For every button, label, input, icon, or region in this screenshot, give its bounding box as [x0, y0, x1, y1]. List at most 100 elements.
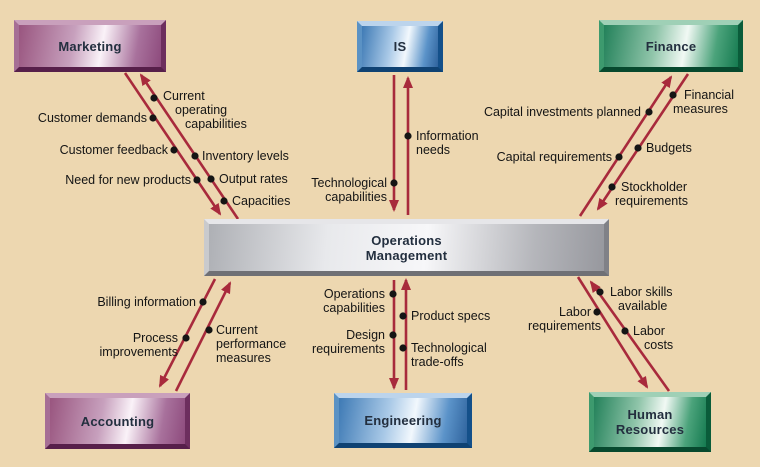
- box-face: Accounting: [50, 398, 185, 444]
- connector-dot: [669, 91, 677, 99]
- label-capital-investments-planned: Capital investments planned: [484, 105, 641, 119]
- label-line: capabilities: [185, 117, 247, 131]
- label-output-rates: Output rates: [219, 172, 288, 186]
- label-need-for-new-products: Need for new products: [65, 173, 191, 187]
- label-line: Labor skills: [610, 285, 673, 299]
- box-label-finance: Finance: [645, 38, 697, 54]
- box-face: IS: [362, 26, 438, 67]
- connector-dot: [199, 298, 207, 306]
- arrow-om-to-finance: [578, 75, 673, 217]
- box-is: IS: [357, 21, 443, 72]
- label-line: performance: [216, 337, 287, 351]
- label-line: Billing information: [97, 295, 196, 309]
- label-line: Customer demands: [37, 111, 147, 125]
- label-capital-requirements: Capital requirements: [497, 150, 612, 164]
- label-line: Capital requirements: [496, 150, 612, 164]
- label-line: costs: [644, 338, 674, 352]
- arrow-accounting-to-om: [174, 281, 232, 392]
- box-face: Marketing: [19, 25, 161, 67]
- box-marketing: Marketing: [14, 20, 166, 72]
- connector-dot: [149, 114, 157, 122]
- connector-dot: [399, 344, 407, 352]
- connector-dot: [593, 308, 601, 316]
- label-line: Need for new products: [65, 173, 191, 187]
- label-line: needs: [416, 143, 451, 157]
- connector-dot: [220, 197, 228, 205]
- label-product-specs: Product specs: [411, 309, 490, 323]
- label-line: Operations: [323, 287, 385, 301]
- label-capacities: Capacities: [232, 194, 290, 208]
- connector-dot: [645, 108, 653, 116]
- box-face: Operations Management: [209, 224, 604, 271]
- label-inventory-levels: Inventory levels: [202, 149, 289, 163]
- box-operations-management: Operations Management: [204, 219, 609, 276]
- label-line: Product specs: [411, 309, 491, 323]
- label-line: available: [618, 299, 668, 313]
- box-engineering: Engineering: [334, 393, 472, 448]
- arrow-hr-to-om: [589, 280, 671, 392]
- label-line: capabilities: [325, 190, 387, 204]
- box-face: Human Resources: [594, 397, 706, 447]
- label-line: Budgets: [646, 141, 692, 155]
- label-line: trade-offs: [411, 355, 464, 369]
- label-customer-demands: Customer demands: [38, 111, 147, 125]
- connector-dot: [170, 146, 178, 154]
- label-line: improvements: [99, 345, 179, 359]
- label-line: requirements: [312, 342, 385, 356]
- box-face: Engineering: [339, 398, 467, 443]
- box-accounting: Accounting: [45, 393, 190, 449]
- label-line: Inventory levels: [202, 149, 289, 163]
- connector-dot: [193, 176, 201, 184]
- connector-dot: [389, 331, 397, 339]
- box-label-engineering: Engineering: [364, 413, 442, 428]
- label-line: Process: [132, 331, 178, 345]
- label-budgets: Budgets: [646, 141, 692, 155]
- box-human-resources: Human Resources: [589, 392, 711, 452]
- connector-dot: [389, 290, 397, 298]
- connector-dot: [390, 179, 398, 187]
- arrow-om-to-hr: [576, 276, 649, 389]
- box-face: Finance: [604, 25, 738, 67]
- connector-dot: [404, 132, 412, 140]
- box-label-accounting: Accounting: [80, 413, 155, 429]
- label-line: Labor: [559, 305, 591, 319]
- label-billing-information: Billing information: [97, 295, 196, 309]
- connector-dot: [207, 175, 215, 183]
- label-line: Output rates: [219, 172, 288, 186]
- label-line: capabilities: [323, 301, 385, 315]
- label-line: Information: [416, 129, 479, 143]
- box-label-operations-management: Operations Management: [365, 232, 448, 263]
- label-line: Technological: [311, 176, 387, 190]
- label-line: Labor: [633, 324, 665, 338]
- connector-dot: [596, 288, 604, 296]
- connector-dot: [634, 144, 642, 152]
- label-line: Current: [163, 89, 205, 103]
- connector-dot: [205, 326, 213, 334]
- arrow-om-to-accounting: [158, 278, 217, 388]
- label-line: Current: [216, 323, 258, 337]
- label-line: Stockholder: [621, 180, 688, 194]
- label-line: measures: [673, 102, 728, 116]
- connector-dot: [615, 153, 623, 161]
- label-line: requirements: [615, 194, 688, 208]
- label-line: Financial: [684, 88, 735, 102]
- label-line: Customer feedback: [59, 143, 168, 157]
- label-line: Technological: [411, 341, 487, 355]
- label-customer-feedback: Customer feedback: [60, 143, 168, 157]
- label-line: Design: [346, 328, 385, 342]
- box-label-human-resources: Human Resources: [615, 407, 685, 437]
- box-label-is: IS: [393, 39, 407, 54]
- label-line: Capacities: [232, 194, 291, 208]
- label-line: requirements: [528, 319, 601, 333]
